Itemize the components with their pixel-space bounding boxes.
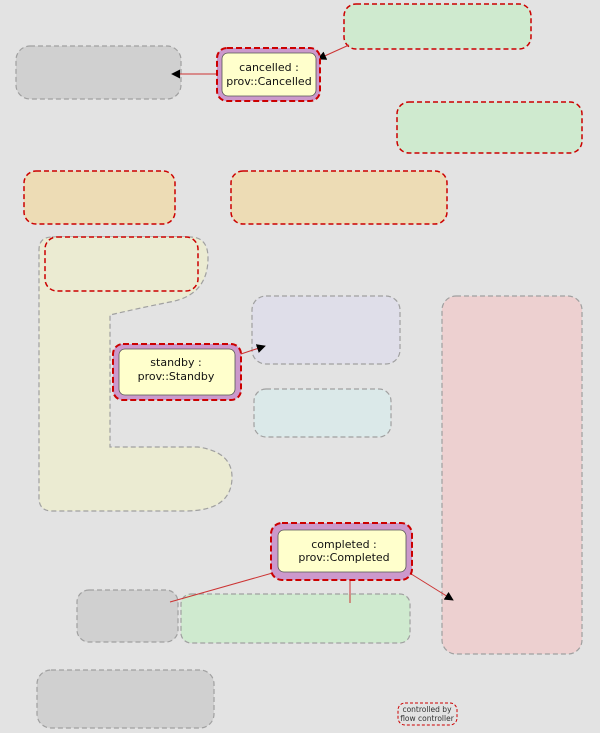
state-cancelled-name: cancelled : <box>239 61 299 74</box>
region-pink-tall <box>441 295 583 655</box>
state-cancelled[interactable]: cancelled : prov::Cancelled <box>216 47 321 102</box>
region-gray-top-left <box>15 45 182 100</box>
region-orange-left <box>23 170 176 225</box>
region-gray-bottom-small <box>76 589 179 643</box>
state-completed-name: completed : <box>311 538 377 551</box>
legend-label-line1: controlled by <box>402 705 452 714</box>
state-completed-type: prov::Completed <box>298 551 389 564</box>
state-completed-inner <box>277 529 407 573</box>
legend-controlled-by-flow-controller: controlled by flow controller <box>397 702 458 726</box>
region-green-bottom <box>180 593 411 644</box>
state-standby[interactable]: standby : prov::Standby <box>112 343 242 401</box>
state-cancelled-inner <box>221 52 317 97</box>
region-olive-container <box>38 236 233 512</box>
state-cancelled-type: prov::Cancelled <box>226 75 311 88</box>
legend-box <box>397 702 458 726</box>
state-standby-type: prov::Standby <box>138 370 215 383</box>
state-standby-inner <box>118 348 236 396</box>
region-olive-inner-controlled <box>44 236 199 292</box>
region-lavender <box>251 295 401 365</box>
transition-to-cancelled <box>317 44 350 60</box>
state-completed[interactable]: completed : prov::Completed <box>270 522 413 581</box>
state-standby-name: standby : <box>150 356 201 369</box>
region-cyan <box>253 388 392 438</box>
region-green-right <box>396 101 583 154</box>
legend-label-line2: flow controller <box>400 714 455 723</box>
region-gray-bottom-large <box>36 669 215 729</box>
transition-gray-to-completed <box>169 567 284 603</box>
region-orange-center <box>230 170 448 225</box>
transition-completed-to-pink <box>407 571 454 601</box>
region-green-top <box>343 3 532 50</box>
